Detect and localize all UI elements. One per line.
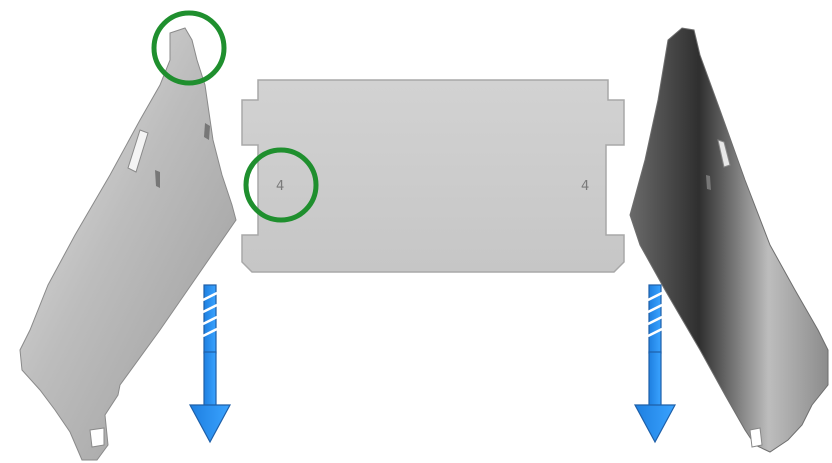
center-panel-tab-label-right: 4 bbox=[581, 179, 589, 194]
center-panel: 4 4 bbox=[242, 80, 624, 272]
down-arrow-left bbox=[190, 285, 230, 442]
down-arrow-right bbox=[635, 285, 675, 442]
center-panel-tab-label-left: 4 bbox=[276, 179, 284, 194]
